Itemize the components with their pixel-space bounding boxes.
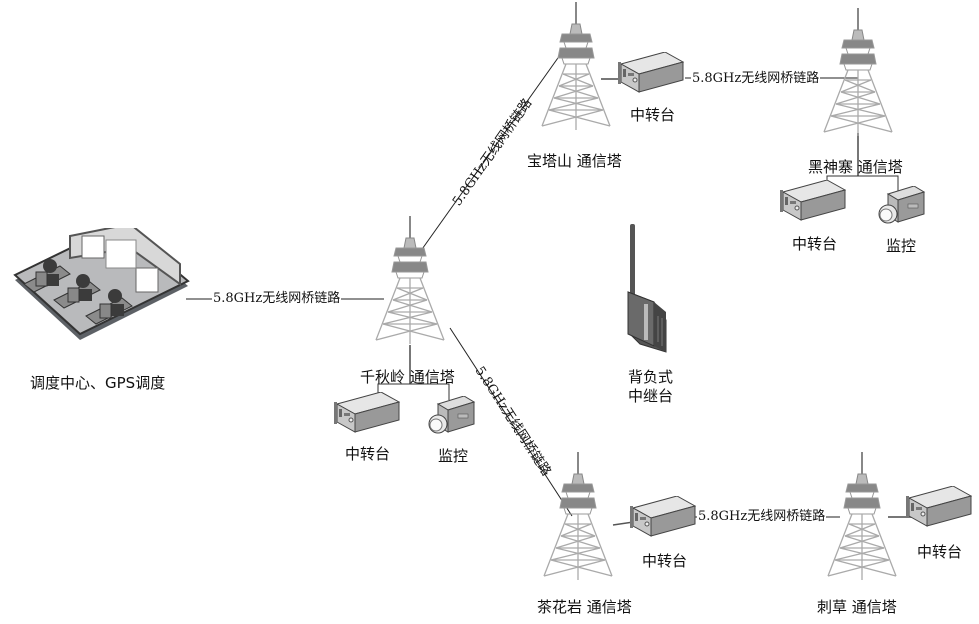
link-label-dispatch-qianqiuling: 5.8GHz无线网桥链路 — [212, 291, 342, 306]
tower-icon-cicao[interactable] — [822, 452, 902, 582]
tower-icon-qianqiuling[interactable] — [370, 216, 450, 346]
link-label-chahuayan-cicao: 5.8GHz无线网桥链路 — [697, 509, 827, 524]
dispatch-center-icon — [13, 222, 190, 340]
link-line-qianqiuling-baotashan — [419, 47, 566, 253]
relay-device-icon[interactable] — [334, 392, 400, 436]
dispatch-center-label: 调度中心、GPS调度 — [30, 374, 166, 392]
camera-icon[interactable] — [428, 396, 478, 438]
relay-label: 中转台 — [345, 445, 391, 463]
camera-label: 监控 — [886, 237, 917, 255]
tower-tree-line — [377, 383, 450, 400]
relay-label: 中转台 — [917, 543, 963, 561]
relay-device-icon[interactable] — [780, 180, 846, 224]
tower-label-baotashan: 宝塔山 通信塔 — [527, 152, 622, 170]
backpack-relay-icon — [627, 224, 667, 353]
relay-label: 中转台 — [630, 106, 676, 124]
relay-label: 中转台 — [642, 552, 688, 570]
relay-label: 中转台 — [792, 235, 838, 253]
link-line-qianqiuling-chahuayan — [449, 327, 573, 517]
relay-device-icon[interactable] — [906, 486, 972, 530]
backpack-relay-node[interactable] — [620, 222, 670, 358]
relay-device-icon[interactable] — [618, 52, 684, 96]
tower-label-chahuayan: 茶花岩 通信塔 — [537, 598, 632, 616]
dispatch-center-node[interactable] — [10, 222, 190, 340]
tower-label-cicao: 刺草 通信塔 — [817, 598, 897, 616]
tower-icon-chahuayan[interactable] — [538, 452, 618, 582]
tower-label-qianqiuling: 千秋岭 通信塔 — [360, 368, 455, 386]
camera-icon[interactable] — [878, 186, 928, 228]
backpack-relay-label-line1: 背负式 — [628, 368, 674, 386]
relay-device-icon[interactable] — [630, 496, 696, 540]
camera-label: 监控 — [438, 447, 469, 465]
tower-label-heishenzhai: 黑神寨 通信塔 — [808, 158, 903, 176]
tower-icon-baotashan[interactable] — [536, 2, 616, 132]
backpack-relay-label-line2: 中继台 — [628, 387, 674, 405]
tower-icon-heishenzhai[interactable] — [818, 8, 898, 138]
link-label-baotashan-heishenzhai: 5.8GHz无线网桥链路 — [691, 71, 821, 86]
